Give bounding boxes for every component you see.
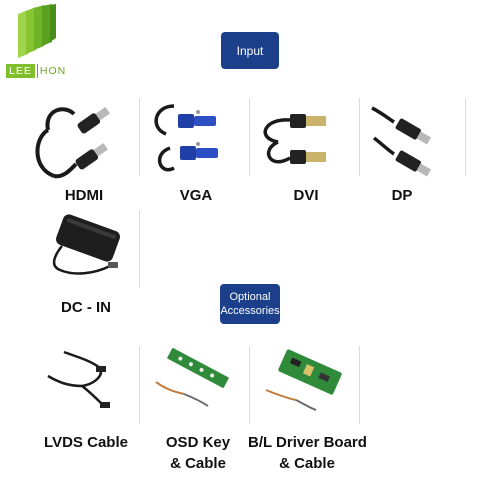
cell-divider (139, 210, 140, 288)
logo-text-lee: LEE (6, 64, 35, 78)
displayport-cable-icon (371, 106, 432, 177)
hdmi-label: HDMI (64, 187, 104, 204)
lvds-cable-cell (34, 346, 140, 424)
bl-driver-board-label-line-1: B/L Driver Board (248, 434, 367, 451)
osd-key-cell (140, 346, 250, 424)
input-badge-label: Input (236, 43, 264, 58)
dvi-cable-icon (263, 114, 326, 164)
backlight-driver-board-icon (265, 349, 342, 411)
bl-driver-board-cell (250, 346, 360, 424)
cell-divider (249, 98, 250, 176)
vga-label: VGA (179, 187, 213, 204)
dvi-cable-cell (250, 98, 360, 184)
optional-accessories-badge: Optional Accessories (220, 284, 280, 324)
bl-driver-board-label: B/L Driver Board & Cable (248, 432, 367, 474)
accessories-badge-line-1: Optional (229, 291, 271, 303)
cell-divider (139, 98, 140, 176)
logo-wordmark: LEE HON (6, 64, 66, 78)
lvds-cable-label: LVDS Cable (44, 434, 128, 451)
lvds-cable-icon (47, 350, 110, 408)
accessories-badge-line-2: Accessories (220, 305, 280, 317)
cell-divider (359, 98, 360, 176)
hdmi-cable-cell (24, 98, 140, 184)
dp-label: DP (391, 187, 413, 204)
logo-text-hon: HON (36, 64, 66, 78)
osd-key-label-line-2: & Cable (170, 455, 226, 472)
leehon-leaf-mark-icon (18, 4, 56, 58)
input-section-badge: Input (221, 32, 279, 69)
cell-divider (465, 98, 466, 176)
cell-divider (359, 346, 360, 424)
cell-divider (249, 346, 250, 424)
dc-in-label: DC - IN (61, 299, 111, 316)
hdmi-cable-icon (35, 106, 110, 179)
power-adapter-icon (52, 214, 120, 275)
cell-divider (139, 346, 140, 424)
osd-key-label: OSD Key & Cable (154, 432, 242, 474)
vga-cable-cell (140, 98, 250, 184)
dc-in-cell (24, 210, 140, 296)
leehon-logo: LEE HON (6, 4, 66, 78)
vga-cable-icon (154, 104, 218, 172)
bl-driver-board-label-line-2: & Cable (279, 455, 335, 472)
dvi-label: DVI (293, 187, 319, 204)
dp-cable-cell (360, 98, 466, 184)
osd-key-board-icon (155, 348, 229, 407)
osd-key-label-line-1: OSD Key (165, 434, 231, 451)
